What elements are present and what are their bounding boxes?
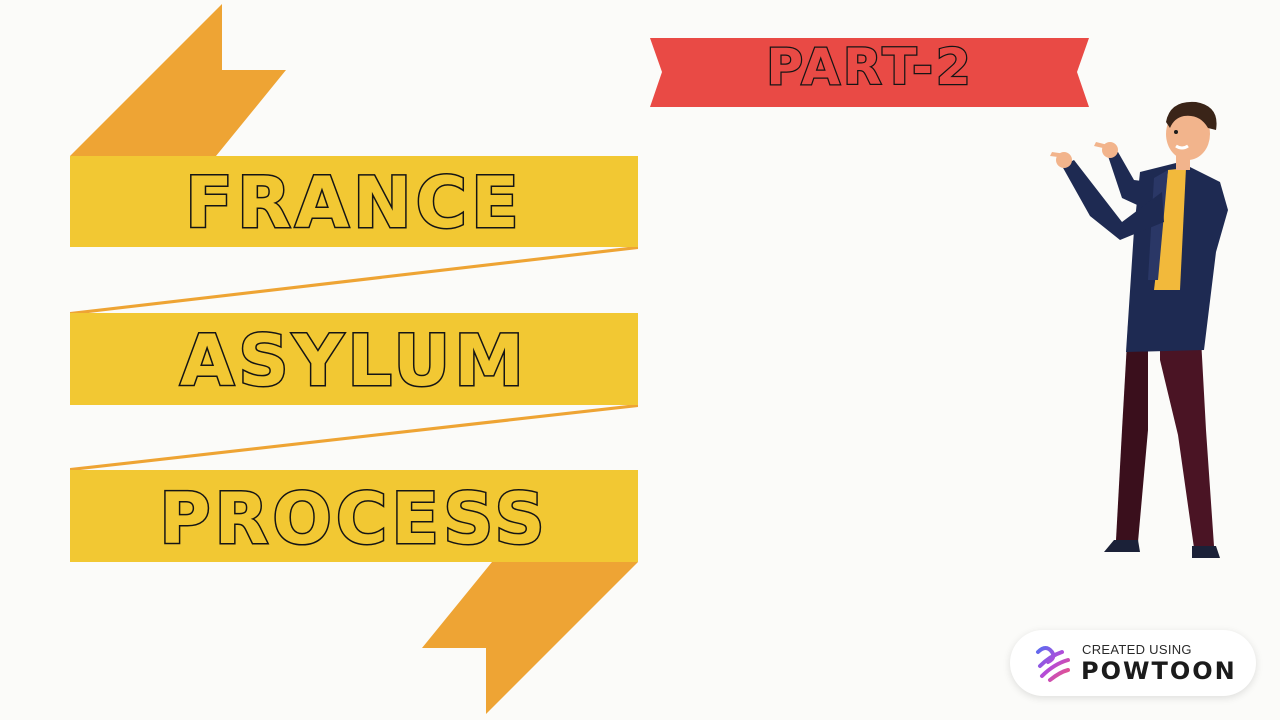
part-banner-shape [650,38,1089,107]
ribbon-band-1 [70,156,638,247]
ribbon-fold-1 [70,247,638,314]
pointing-man-illustration [1050,101,1228,558]
ribbon-band-2 [70,313,638,405]
ribbon-fold-2 [70,405,638,470]
ribbon-bottom-tail [422,562,638,714]
badge-created-using-text: CREATED USING [1082,642,1192,657]
powtoon-logo-icon [1036,646,1070,682]
ribbon-top-tail [70,4,286,156]
badge-powtoon-text: POWTOON [1081,657,1237,685]
title-line-2: ASYLUM [179,320,528,402]
title-line-1: FRANCE [184,162,523,244]
powtoon-badge: CREATED USING POWTOON [1010,630,1256,696]
ribbon-band-3 [70,470,638,562]
part-banner-label: PART-2 [765,38,974,96]
title-line-3: PROCESS [158,478,549,560]
